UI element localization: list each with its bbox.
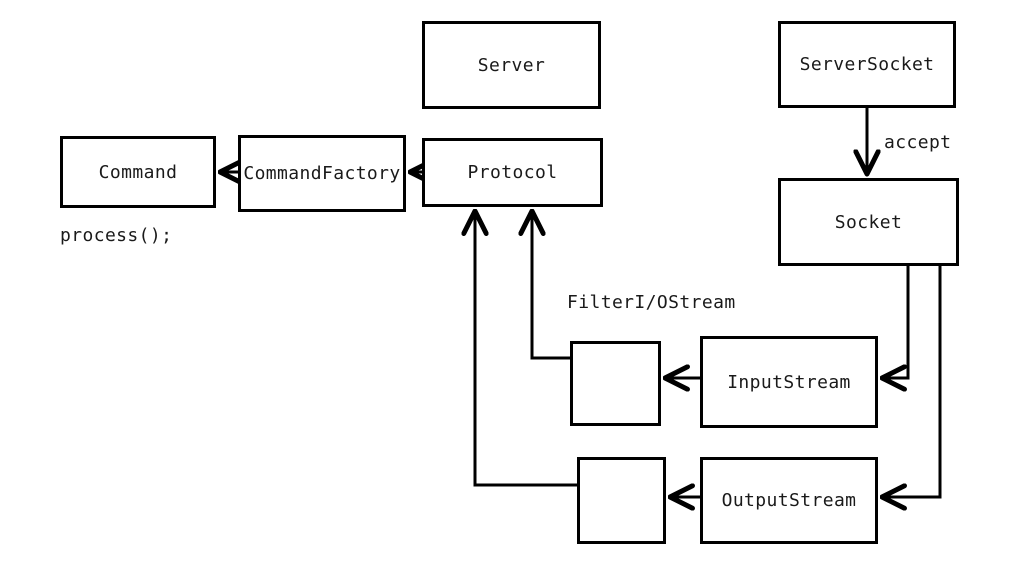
node-protocol-label: Protocol xyxy=(467,162,558,183)
node-server-label: Server xyxy=(477,54,546,76)
node-command-factory-label: CommandFactory xyxy=(243,163,401,184)
edge-filterout-to-protocol xyxy=(475,211,577,487)
node-server[interactable]: Server xyxy=(422,21,601,109)
node-socket[interactable]: Socket xyxy=(778,178,959,266)
edge-filterin-to-protocol xyxy=(532,211,570,360)
node-output-stream-label: OutputStream xyxy=(721,490,857,511)
node-command[interactable]: Command xyxy=(60,136,216,208)
node-protocol[interactable]: Protocol xyxy=(422,138,603,207)
node-command-label: Command xyxy=(98,161,178,183)
node-server-socket[interactable]: ServerSocket xyxy=(778,21,956,108)
filter-io-stream-label: FilterI/OStream xyxy=(567,292,736,313)
node-filter-input-stream[interactable] xyxy=(570,341,661,426)
process-call-text: process(); xyxy=(60,225,173,246)
node-filter-output-stream[interactable] xyxy=(577,457,666,544)
node-socket-label: Socket xyxy=(834,211,903,233)
edge-socket-to-inputstream xyxy=(882,266,910,378)
node-command-factory[interactable]: CommandFactory xyxy=(238,135,406,212)
node-input-stream-label: InputStream xyxy=(727,371,851,393)
node-output-stream[interactable]: OutputStream xyxy=(700,457,878,544)
node-server-socket-label: ServerSocket xyxy=(799,54,935,75)
node-input-stream[interactable]: InputStream xyxy=(700,336,878,428)
accept-edge-label: accept xyxy=(884,132,952,153)
edge-socket-to-outputstream xyxy=(882,266,942,497)
